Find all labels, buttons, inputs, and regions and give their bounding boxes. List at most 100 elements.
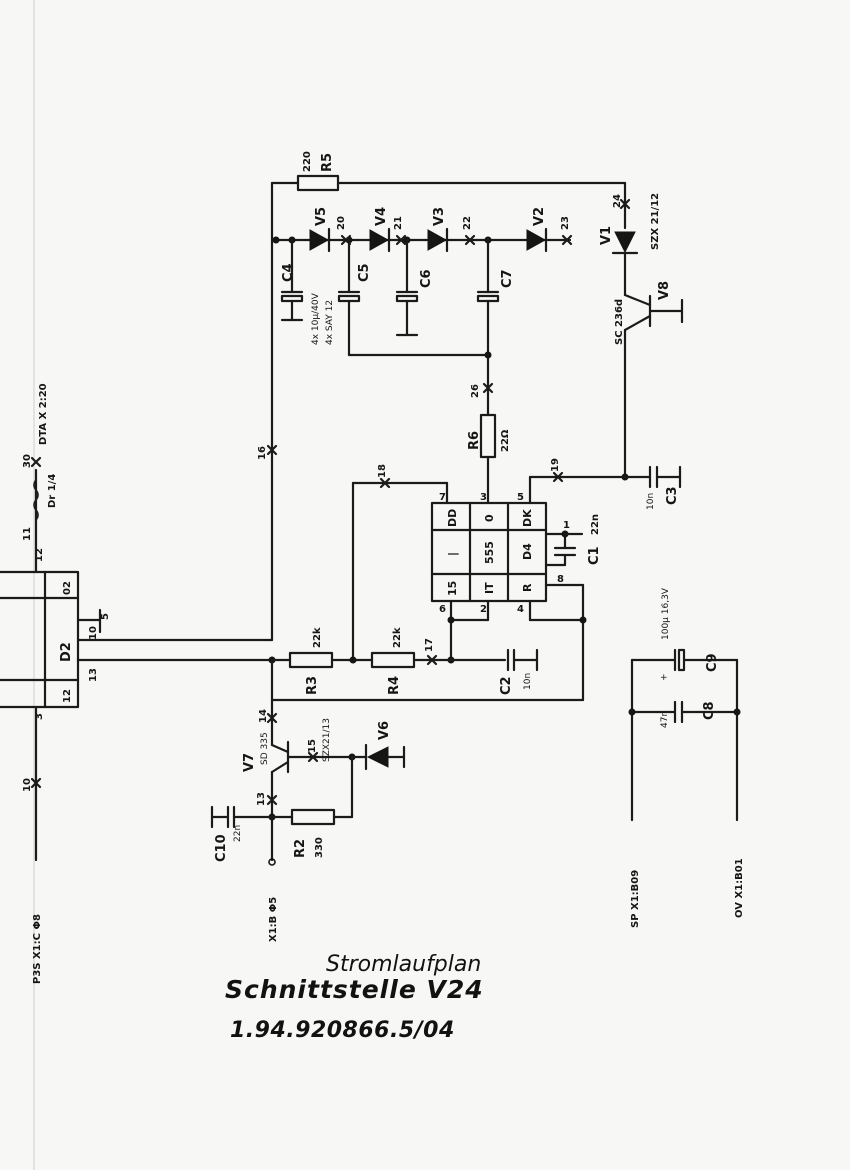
svg-text:0: 0	[483, 514, 496, 522]
svg-text:18: 18	[377, 464, 388, 478]
zener-v1	[611, 231, 639, 255]
connector-p3s: P3S X1:C Φ8	[32, 914, 43, 984]
diode-v4	[369, 227, 391, 253]
connector-ov: OV X1:B01	[734, 858, 745, 918]
svg-text:22n: 22n	[590, 514, 601, 535]
svg-text:V8: V8	[657, 281, 672, 300]
svg-text:R3: R3	[305, 676, 320, 695]
connector-dta: DTA X 2:20	[38, 383, 49, 445]
svg-text:22Ω: 22Ω	[500, 429, 511, 452]
svg-text:V5: V5	[314, 207, 329, 226]
svg-text:10n: 10n	[646, 493, 656, 510]
svg-text:SZX 21/12: SZX 21/12	[650, 193, 661, 250]
svg-text:IT: IT	[483, 582, 496, 594]
dr-label: Dr 1/4	[47, 474, 58, 508]
svg-text:V3: V3	[432, 207, 447, 226]
svg-text:C8: C8	[702, 701, 717, 720]
zener-v6	[350, 743, 406, 771]
svg-text:15: 15	[446, 581, 459, 596]
diode-v5	[309, 227, 331, 253]
svg-text:330: 330	[314, 837, 325, 858]
svg-text:5: 5	[100, 613, 111, 620]
transistor-v7	[270, 740, 354, 774]
svg-text:1: 1	[563, 520, 570, 531]
svg-text:13: 13	[88, 668, 99, 682]
diode-v3	[427, 227, 449, 253]
svg-text:DD: DD	[446, 509, 459, 527]
svg-text:22: 22	[462, 216, 473, 230]
svg-text:13: 13	[256, 792, 267, 806]
svg-text:22k: 22k	[392, 627, 403, 648]
r5-label: R5	[320, 153, 335, 172]
svg-text:C2: C2	[499, 676, 514, 695]
svg-text:15: 15	[307, 739, 318, 753]
svg-text:C1: C1	[587, 546, 602, 565]
svg-text:R4: R4	[387, 676, 402, 695]
svg-text:C6: C6	[419, 269, 434, 288]
inductor-dr	[33, 479, 39, 521]
svg-text:11: 11	[22, 527, 33, 541]
svg-text:|: |	[446, 552, 459, 556]
svg-text:C4: C4	[281, 263, 296, 282]
svg-text:17: 17	[424, 638, 435, 652]
svg-text:10n: 10n	[523, 673, 533, 690]
svg-text:26: 26	[470, 384, 481, 398]
d2-block: D2 02 12 13 10 5 12 3	[0, 548, 111, 720]
title-line-2: Schnittstelle V24	[225, 975, 484, 1004]
svg-text:C3: C3	[665, 486, 680, 505]
r5-value: 220	[302, 151, 313, 172]
connector-sp: SP X1:B09	[630, 870, 641, 928]
svg-text:2: 2	[480, 604, 487, 615]
svg-text:19: 19	[550, 458, 561, 472]
svg-text:C7: C7	[500, 269, 515, 288]
connector-x1b: X1:B Φ5	[268, 897, 279, 942]
capacitor-c5	[337, 238, 361, 357]
svg-text:4x 10μ/40V: 4x 10μ/40V	[311, 292, 321, 345]
svg-text:V4: V4	[374, 207, 389, 226]
svg-text:R2: R2	[293, 839, 308, 858]
svg-text:SC 236d: SC 236d	[614, 299, 625, 345]
svg-text:47n: 47n	[660, 711, 670, 728]
svg-text:12: 12	[34, 548, 45, 562]
svg-text:8: 8	[557, 574, 564, 585]
svg-text:D4: D4	[521, 543, 534, 560]
svg-text:3: 3	[34, 713, 45, 720]
drawing-number: 1.94.920866.5/04	[230, 1018, 455, 1043]
svg-text:4: 4	[517, 604, 524, 615]
svg-text:+: +	[660, 673, 668, 683]
svg-text:02: 02	[62, 581, 73, 595]
svg-text:V6: V6	[377, 721, 392, 740]
diode-v2	[526, 227, 548, 253]
capacitor-c4	[280, 238, 304, 322]
svg-text:V7: V7	[242, 753, 257, 772]
svg-text:555: 555	[483, 541, 496, 564]
svg-text:6: 6	[439, 604, 446, 615]
svg-text:C10: C10	[214, 834, 229, 862]
svg-text:24: 24	[612, 194, 623, 208]
svg-text:C9: C9	[705, 653, 720, 672]
svg-text:V1: V1	[599, 226, 614, 245]
svg-text:4x SAY 12: 4x SAY 12	[325, 300, 335, 345]
svg-text:21: 21	[393, 216, 404, 230]
svg-text:23: 23	[560, 216, 571, 230]
svg-text:30: 30	[22, 454, 33, 468]
svg-text:10: 10	[88, 626, 99, 640]
transistor-v8	[623, 293, 684, 332]
svg-text:SZX21/13: SZX21/13	[322, 718, 332, 762]
svg-text:3: 3	[480, 492, 487, 503]
svg-text:C5: C5	[357, 263, 372, 282]
title-line-1: Stromlaufplan	[326, 952, 482, 977]
svg-text:R6: R6	[467, 431, 482, 450]
svg-text:22n: 22n	[233, 825, 243, 842]
svg-text:100μ 16,3V: 100μ 16,3V	[661, 587, 671, 640]
svg-text:DK: DK	[521, 509, 534, 527]
svg-text:V2: V2	[532, 207, 547, 226]
svg-text:16: 16	[257, 446, 268, 460]
svg-text:12: 12	[62, 689, 73, 703]
svg-text:R: R	[521, 583, 534, 592]
svg-text:7: 7	[439, 492, 446, 503]
svg-text:5: 5	[517, 492, 524, 503]
svg-text:14: 14	[258, 709, 269, 723]
